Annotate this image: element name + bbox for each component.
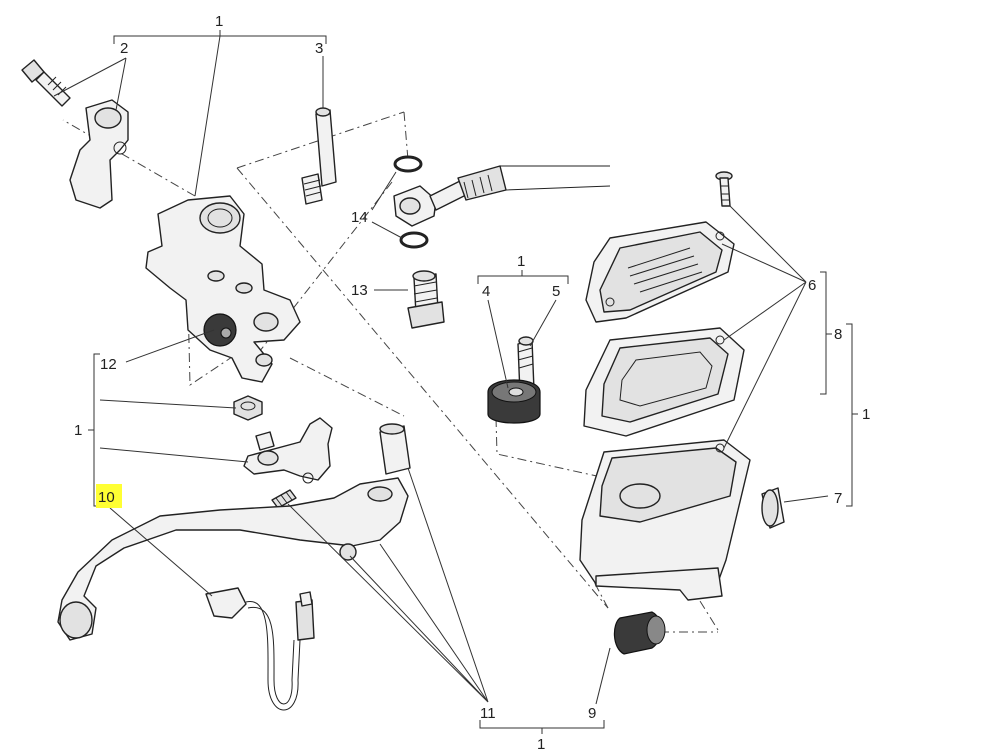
reservoir-gasket (583, 327, 745, 437)
pin-part-3 (301, 107, 337, 205)
callout-labels: 1 2 3 14 13 1 4 5 6 8 1 7 12 1 10 11 9 1 (74, 13, 870, 753)
callout-10: 10 (98, 489, 115, 506)
callout-9: 9 (588, 705, 596, 722)
banjo-fitting-part-14 (393, 155, 611, 249)
callout-8: 8 (834, 326, 842, 343)
callout-1-left: 1 (74, 422, 82, 439)
boot-part-9 (613, 611, 666, 655)
bushing (379, 423, 411, 475)
brake-lever (57, 477, 409, 641)
callout-3: 3 (315, 40, 323, 57)
nut (233, 395, 263, 421)
cover-screw (715, 171, 733, 207)
callout-4: 4 (482, 283, 490, 300)
grommet-part-4 (487, 336, 541, 424)
callout-5: 5 (552, 283, 560, 300)
brake-switch-part-10 (205, 587, 315, 711)
callout-1-top: 1 (215, 13, 223, 30)
callout-1-mid: 1 (517, 253, 525, 270)
callout-12: 12 (100, 356, 117, 373)
seal-part-7 (761, 487, 785, 529)
callout-1-bottom: 1 (537, 736, 545, 753)
master-cylinder-body (145, 195, 301, 383)
screw-part-2 (21, 59, 71, 107)
callout-14: 14 (351, 209, 368, 226)
reservoir-body (579, 439, 751, 601)
banjo-bolt-part-13 (407, 270, 445, 329)
callout-6: 6 (808, 277, 816, 294)
handlebar-clamp (69, 99, 129, 209)
callout-7: 7 (834, 490, 842, 507)
reservoir-cap (585, 221, 735, 323)
spring (271, 489, 297, 509)
callout-1-right: 1 (862, 406, 870, 423)
leader-lines (53, 30, 858, 734)
callout-2: 2 (120, 40, 128, 57)
lever-pivot-bracket (243, 417, 333, 484)
callout-11: 11 (480, 705, 496, 722)
callout-10-highlight (96, 484, 122, 508)
callout-13: 13 (351, 282, 368, 299)
